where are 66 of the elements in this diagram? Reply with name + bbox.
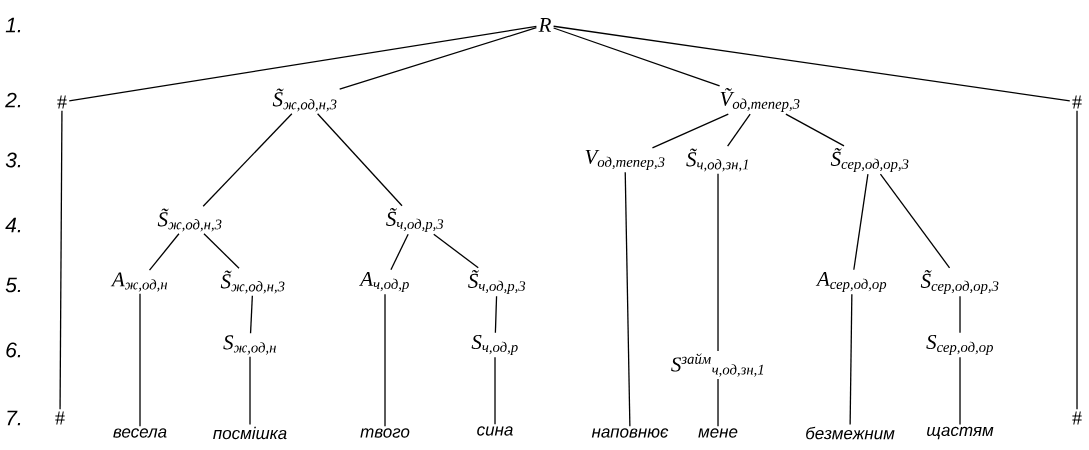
category-symbol: S̃$_{ж,од,н,3}$ — [157, 208, 222, 232]
category-symbol: S$_{сер,од,ор}$ — [926, 334, 993, 356]
tree-branch — [384, 293, 386, 427]
tree-branch — [139, 293, 141, 427]
tree-branch — [203, 233, 240, 269]
tree-branch — [148, 233, 180, 271]
boundary-mark: # — [1072, 411, 1082, 425]
word-label: весела — [113, 428, 167, 438]
word-label: мене — [698, 428, 738, 438]
category-symbol: S̃$_{ж,од,н,3}$ — [272, 88, 337, 112]
level-number: 4. — [5, 217, 21, 233]
boundary-mark: # — [1072, 95, 1082, 109]
tree-branch — [624, 171, 631, 427]
category-symbol: S̃$_{ч,од,зн,1}$ — [686, 148, 748, 172]
category-symbol: S$_{ж,од,н}$ — [223, 335, 276, 355]
level-number: 7. — [7, 410, 21, 426]
word-label: посмішка — [213, 426, 287, 440]
tree-branch — [717, 378, 719, 427]
level-number: 2. — [5, 92, 21, 108]
tree-branch — [727, 113, 751, 147]
level-number: 6. — [6, 342, 21, 358]
level-number: 3. — [5, 152, 21, 168]
tree-branch — [959, 356, 961, 426]
tree-branch — [68, 25, 538, 102]
category-symbol: S̃$_{ч,од,р,3}$ — [386, 208, 444, 232]
tree-branch — [59, 110, 63, 410]
tree-branch — [202, 113, 293, 207]
word-label: сина — [477, 426, 513, 436]
tree-branch — [651, 113, 729, 149]
tree-branch — [849, 293, 853, 426]
category-symbol: V$_{од,тепер,3}$ — [585, 150, 665, 170]
tree-branch — [390, 233, 409, 271]
tree-branch — [249, 356, 251, 426]
tree-branch — [552, 25, 1071, 102]
category-symbol: A$_{ч,од,р}$ — [359, 271, 409, 293]
tree-branch — [717, 173, 719, 352]
category-symbol: S$_{ч,од,р}$ — [471, 334, 518, 356]
tree-branch — [785, 113, 845, 147]
category-symbol: A$_{ж,од,н}$ — [110, 272, 168, 292]
category-symbol: S̃$_{ч,од,р,3}$ — [468, 270, 526, 294]
boundary-mark: # — [55, 411, 65, 425]
category-symbol: S̃$_{сер,од,ор,3}$ — [830, 148, 909, 172]
category-symbol: S̃$_{ж,од,н,3}$ — [220, 270, 285, 294]
category-symbol: R — [538, 18, 552, 32]
tree-branch — [433, 233, 479, 269]
tree-branch — [879, 173, 951, 269]
level-number: 5. — [5, 277, 21, 293]
category-symbol: S̃$_{сер,од,ор,3}$ — [920, 270, 999, 294]
word-label: твого — [360, 428, 410, 438]
tree-branch — [853, 173, 869, 271]
category-symbol: A$_{сер,од,ор}$ — [815, 271, 887, 293]
tree-branch — [339, 27, 538, 90]
tree-branch — [316, 113, 403, 207]
level-number: 1. — [5, 17, 21, 33]
boundary-mark: # — [57, 95, 67, 109]
word-label: безмежним — [806, 426, 895, 440]
tree-branch — [1076, 110, 1078, 410]
word-label: щастям — [927, 426, 994, 440]
tree-branch — [959, 295, 961, 334]
tree-branch — [249, 295, 253, 334]
category-symbol: Ṽ$_{од,тепер,3}$ — [720, 88, 800, 112]
tree-branch — [494, 356, 496, 425]
word-label: наповнює — [591, 428, 669, 438]
tree-branch — [552, 27, 721, 87]
category-symbol: S$^{займ}$ч,од,зн,1 — [671, 353, 764, 377]
tree-branch — [494, 295, 498, 334]
